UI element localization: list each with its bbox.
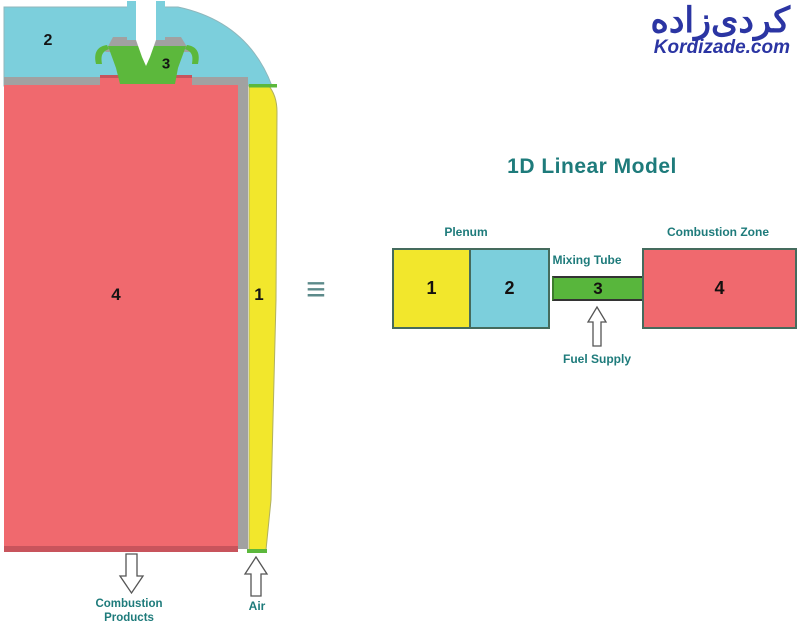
fuel-tube-right-wall bbox=[156, 1, 165, 40]
watermark-site-url: Kordizade.com bbox=[653, 36, 790, 58]
fuel-tube-left-wall bbox=[127, 1, 136, 40]
left-combustion-number: 4 bbox=[111, 285, 121, 304]
mixing-region-shape bbox=[108, 46, 186, 84]
model-box-plenum-number: 2 bbox=[504, 278, 515, 298]
combustion-zone-label: Combustion Zone bbox=[667, 225, 769, 239]
model-bar-mixing-tube: 3 bbox=[552, 276, 642, 301]
combustion-products-arrow bbox=[118, 553, 145, 595]
left-air-passage-number: 1 bbox=[254, 285, 264, 304]
watermark: کردی‌زاده Kordizade.com bbox=[650, 1, 790, 59]
model-box-plenum: 2 bbox=[469, 248, 550, 329]
model-box-air-number: 1 bbox=[426, 278, 437, 298]
mixing-region-right-horn bbox=[185, 45, 199, 64]
watermark-brand-farsi: کردی‌زاده bbox=[650, 1, 790, 40]
model-box-combustion: 4 bbox=[642, 248, 797, 329]
linear-model-title: 1D Linear Model bbox=[507, 155, 677, 178]
left-plenum-number: 2 bbox=[43, 32, 53, 49]
mixing-tube-label: Mixing Tube bbox=[552, 253, 622, 267]
equivalence-symbol: ≡ bbox=[306, 270, 326, 309]
model-box-air: 1 bbox=[392, 248, 471, 329]
left-mixing-number: 3 bbox=[161, 55, 171, 73]
fuel-supply-arrow bbox=[586, 305, 608, 347]
liner-wall-strip bbox=[238, 85, 248, 549]
model-bar-mixing-number: 3 bbox=[593, 278, 603, 298]
plenum-label: Plenum bbox=[444, 225, 488, 239]
model-box-combustion-number: 4 bbox=[714, 278, 725, 298]
air-passage-top-edge bbox=[249, 84, 277, 88]
air-passage-bottom-edge bbox=[247, 549, 267, 553]
air-label: Air bbox=[248, 599, 266, 613]
combustion-region-bottom-edge bbox=[4, 546, 238, 552]
air-inlet-arrow bbox=[243, 555, 269, 597]
air-passage-shape bbox=[248, 84, 278, 551]
fuel-supply-label: Fuel Supply bbox=[562, 352, 632, 366]
mixing-region-left-horn bbox=[95, 45, 109, 64]
combustion-products-label: Combustion Products bbox=[95, 598, 163, 624]
combustion-region-shape bbox=[4, 85, 238, 548]
fuel-channel-shape bbox=[136, 1, 156, 66]
